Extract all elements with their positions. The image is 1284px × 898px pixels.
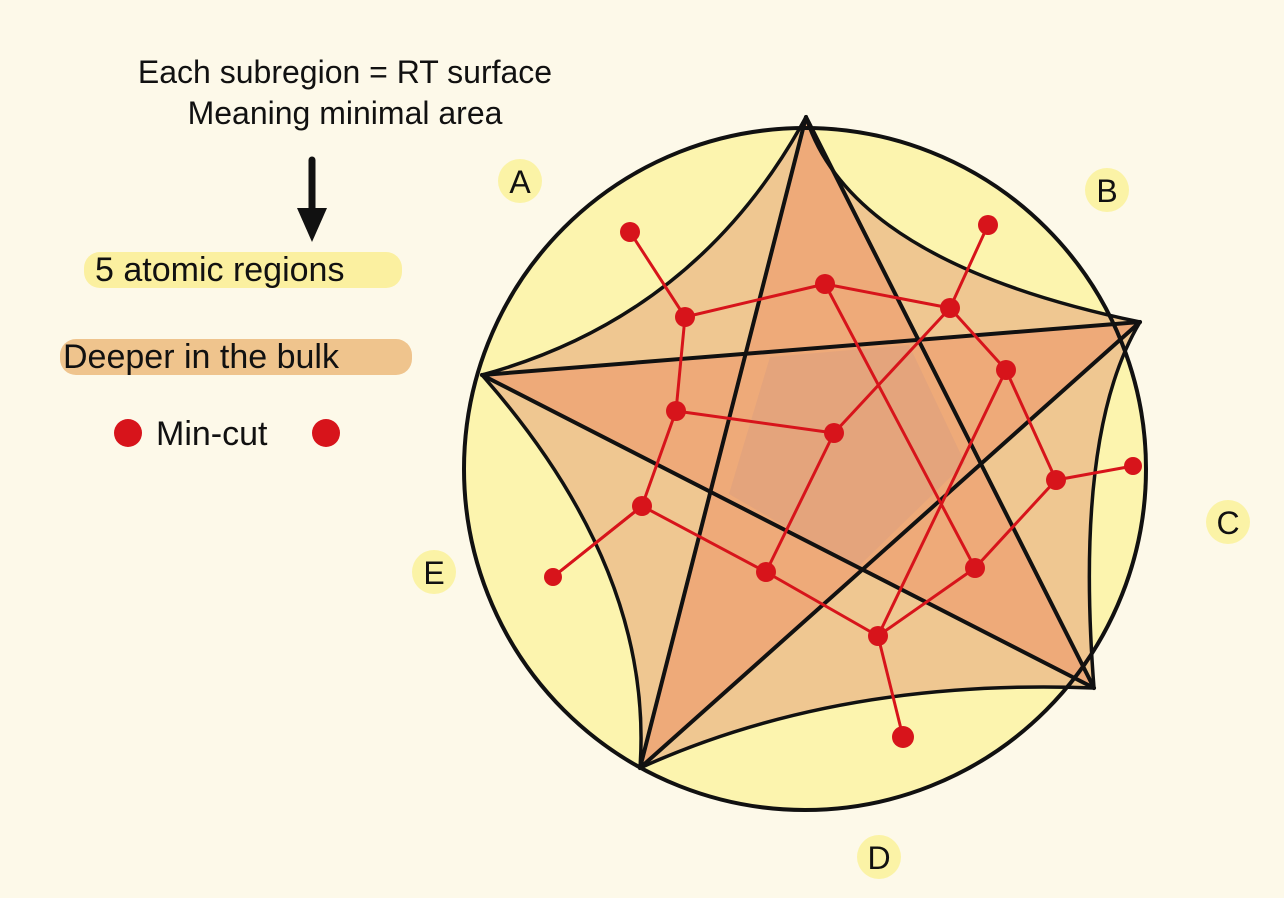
label-c-bubble [1206,500,1250,544]
boundary-labels: A B C D E [412,159,1250,879]
label-e-bubble [412,550,456,594]
label-d-bubble [857,835,901,879]
rt-curve-ea [481,116,808,377]
label-d: D [867,840,890,876]
down-arrow-icon [297,156,327,242]
network-node [940,298,960,318]
minimal-area-caption: Meaning minimal area [188,95,503,131]
network-edge [876,634,905,739]
network-edge [823,282,977,570]
atomic-regions-label: 5 atomic regions [95,251,344,289]
network-node [824,423,844,443]
network-edge [823,282,952,310]
chord-4 [638,320,1142,770]
network-edge [948,306,1008,372]
network-edge [628,230,687,319]
network-edge [640,504,768,574]
label-a-bubble [498,159,542,203]
deeper-bulk-label: Deeper in the bulk [63,338,340,376]
rt-curve-cd [639,685,1095,770]
label-e: E [423,555,444,591]
label-a: A [509,164,531,200]
network-leaf-node [978,215,998,235]
deeper-bulk-highlight [60,339,412,375]
network-edge [973,478,1058,570]
network-node [666,401,686,421]
network-edge [674,315,687,413]
network-edge [1004,368,1058,482]
network-leaf-node [1124,457,1142,475]
tensor-network [551,223,1135,739]
rt-curve-ab [804,116,1141,324]
network-edge [683,282,827,319]
network-edge [640,409,678,508]
min-cut-dot-left-icon [114,419,142,447]
rt-surface-caption: Each subregion = RT surface [138,54,552,90]
label-b: B [1096,173,1117,209]
network-edge [876,368,1008,638]
center-region [729,345,965,568]
network-edge [832,306,952,435]
min-cut-label: Min-cut [156,415,268,453]
network-node [675,307,695,327]
network-edge [1054,464,1135,482]
network-node [1046,470,1066,490]
network-edge [876,566,977,638]
min-cut-dot-right-icon [312,419,340,447]
network-node [868,626,888,646]
network-node [996,360,1016,380]
network-node [756,562,776,582]
boundary-circle [462,126,1148,812]
chord-1 [804,115,1096,690]
network-edge [948,223,990,310]
network-node [965,558,985,578]
label-c: C [1216,505,1239,541]
network-edge [551,504,644,579]
chord-2 [480,373,1096,690]
network-leaf-node [620,222,640,242]
network-leaf-node [544,568,562,586]
pentagram-chords [480,115,1142,770]
atomic-regions-highlight [84,252,402,288]
label-b-bubble [1085,168,1129,212]
network-edge [764,431,836,574]
tensor-nodes [544,215,1142,748]
chord-3 [480,320,1142,377]
legend: Each subregion = RT surface Meaning mini… [60,54,552,453]
network-node [632,496,652,516]
rt-curve-de [480,373,643,769]
network-leaf-node [892,726,914,748]
network-edge [674,409,836,435]
network-node [815,274,835,294]
network-edge [764,570,880,638]
chord-5 [638,115,808,770]
